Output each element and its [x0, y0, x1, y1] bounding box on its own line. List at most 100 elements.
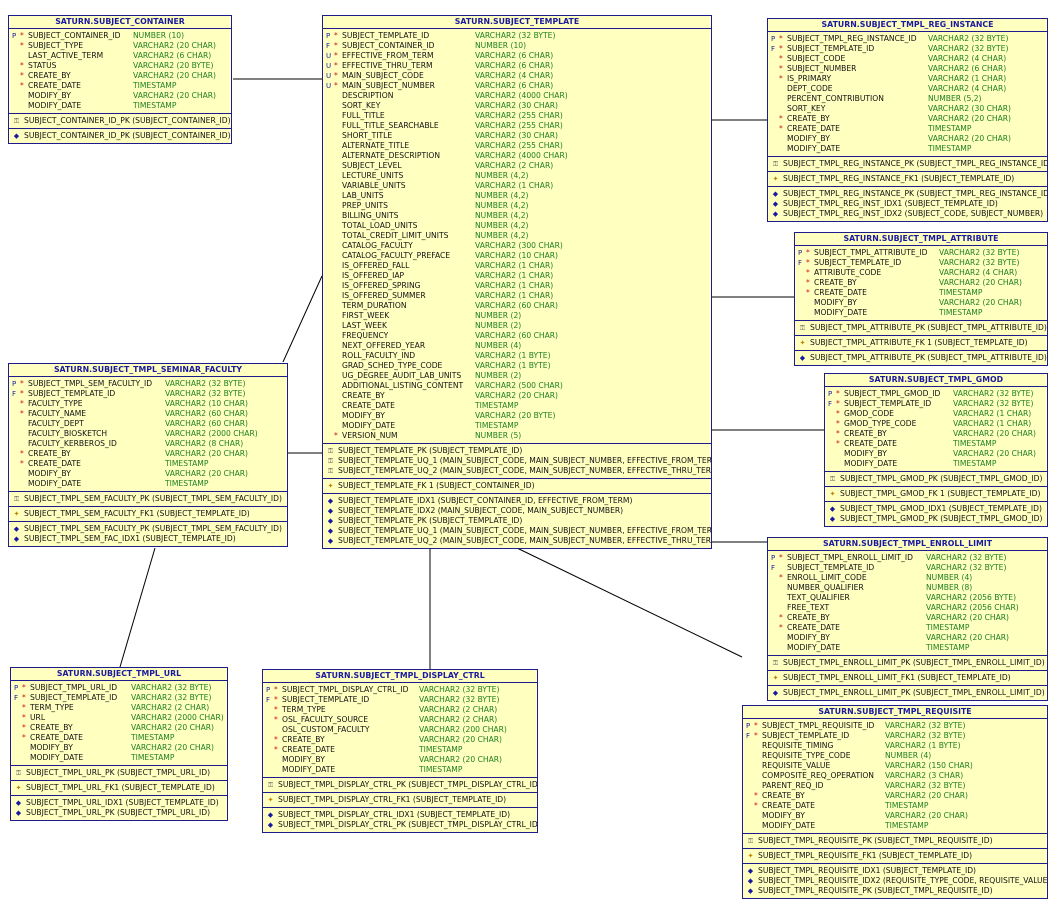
column-type: VARCHAR2 (20 CHAR): [953, 449, 1037, 458]
column-type: VARCHAR2 (20 CHAR): [939, 278, 1023, 287]
column-type: VARCHAR2 (4 CHAR): [928, 84, 1007, 93]
required-marker: *: [334, 51, 338, 60]
index-section: ◆SUBJECT_TMPL_DISPLAY_CTRL_IDX1 (SUBJECT…: [263, 807, 537, 832]
key-flag: F: [798, 259, 803, 267]
required-marker: *: [779, 64, 783, 73]
primary-key-text: SUBJECT_CONTAINER_ID_PK (SUBJECT_CONTAIN…: [24, 116, 231, 125]
key-flag: F: [771, 564, 776, 572]
index-diamond-icon: ◆: [327, 537, 334, 545]
foreign-key-section: ✦SUBJECT_TMPL_REG_INSTANCE_FK1 (SUBJECT_…: [768, 171, 1047, 186]
column-name: MODIFY_BY: [282, 755, 325, 764]
column-name: CREATE_BY: [762, 791, 805, 800]
foreign-key-text: SUBJECT_TMPL_REG_INSTANCE_FK1 (SUBJECT_T…: [783, 174, 1015, 183]
column-name: ALTERNATE_TITLE: [342, 141, 410, 150]
column-name: VERSION_NUM: [342, 431, 398, 440]
column-type: VARCHAR2 (255 CHAR): [475, 141, 563, 150]
column-type: VARCHAR2 (20 CHAR): [953, 429, 1037, 438]
column-type: VARCHAR2 (6 CHAR): [475, 61, 554, 70]
foreign-key-row: ✦SUBJECT_TMPL_URL_FK1 (SUBJECT_TEMPLATE_…: [11, 783, 227, 793]
foreign-key-row: ✦SUBJECT_TMPL_REQUISITE_FK1 (SUBJECT_TEM…: [743, 851, 1047, 861]
column-type: VARCHAR2 (20 CHAR): [885, 811, 969, 820]
primary-key-row: ⚿SUBJECT_TMPL_SEM_FACULTY_PK (SUBJECT_TM…: [9, 494, 287, 504]
column-type: VARCHAR2 (1 CHAR): [953, 409, 1032, 418]
index-diamond-icon: ◆: [829, 505, 836, 513]
column-name: SUBJECT_TMPL_REG_INSTANCE_ID: [787, 34, 917, 43]
index-diamond-icon: ◆: [267, 821, 274, 829]
column-name: MODIFY_DATE: [342, 421, 396, 430]
foreign-key-section: ✦SUBJECT_TMPL_ENROLL_LIMIT_FK1 (SUBJECT_…: [768, 670, 1047, 685]
column-type: NUMBER (10): [133, 31, 185, 40]
primary-key-row: ⚿SUBJECT_TMPL_URL_PK (SUBJECT_TMPL_URL_I…: [11, 768, 227, 778]
column-type: NUMBER (4,2): [475, 171, 529, 180]
column-type: VARCHAR2 (32 BYTE): [885, 721, 966, 730]
column-type: VARCHAR2 (6 CHAR): [133, 51, 212, 60]
primary-key-row: ⚿SUBJECT_TEMPLATE_UQ_1 (MAIN_SUBJECT_COD…: [323, 456, 711, 466]
foreign-key-text: SUBJECT_TMPL_ENROLL_LIMIT_FK1 (SUBJECT_T…: [783, 673, 1011, 682]
column-type: NUMBER (5,2): [928, 94, 982, 103]
column-name: MODIFY_DATE: [762, 821, 816, 830]
index-diamond-icon: ◆: [747, 887, 754, 895]
table-title: SATURN.SUBJECT_CONTAINER: [9, 16, 231, 29]
column-type: TIMESTAMP: [953, 459, 997, 468]
index-section: ◆SUBJECT_CONTAINER_ID_PK (SUBJECT_CONTAI…: [9, 128, 231, 143]
column-name: SUBJECT_TEMPLATE_ID: [282, 695, 370, 704]
primary-key-section: ⚿SUBJECT_TMPL_REQUISITE_PK (SUBJECT_TMPL…: [743, 833, 1047, 848]
required-marker: *: [754, 721, 758, 730]
column-name: SUBJECT_TEMPLATE_ID: [844, 399, 932, 408]
required-marker: *: [20, 31, 24, 40]
primary-key-section: ⚿SUBJECT_TMPL_ENROLL_LIMIT_PK (SUBJECT_T…: [768, 655, 1047, 670]
column-name: MODIFY_BY: [814, 298, 857, 307]
column-name: IS_OFFERED_IAP: [342, 271, 405, 280]
column-type: VARCHAR2 (30 CHAR): [928, 104, 1012, 113]
column-name: MAIN_SUBJECT_NUMBER: [342, 81, 435, 90]
foreign-key-row: ✦SUBJECT_TMPL_SEM_FACULTY_FK1 (SUBJECT_T…: [9, 509, 287, 519]
column-name: CATALOG_FACULTY: [342, 241, 413, 250]
index-row: ◆SUBJECT_TMPL_ENROLL_LIMIT_PK (SUBJECT_T…: [768, 688, 1047, 698]
key-flag: P: [266, 686, 271, 694]
index-diamond-icon: ◆: [327, 517, 334, 525]
foreign-key-section: ✦SUBJECT_TEMPLATE_FK 1 (SUBJECT_CONTAINE…: [323, 478, 711, 493]
column-type: VARCHAR2 (4 CHAR): [475, 71, 554, 80]
column-type: TIMESTAMP: [419, 765, 463, 774]
key-icon: ⚿: [327, 457, 334, 465]
table-title: SATURN.SUBJECT_TMPL_ENROLL_LIMIT: [768, 538, 1047, 551]
column-type: NUMBER (2): [475, 371, 522, 380]
required-marker: *: [274, 685, 278, 694]
index-row: ◆SUBJECT_TMPL_GMOD_IDX1 (SUBJECT_TEMPLAT…: [825, 504, 1047, 514]
column-name: CREATE_DATE: [342, 401, 395, 410]
